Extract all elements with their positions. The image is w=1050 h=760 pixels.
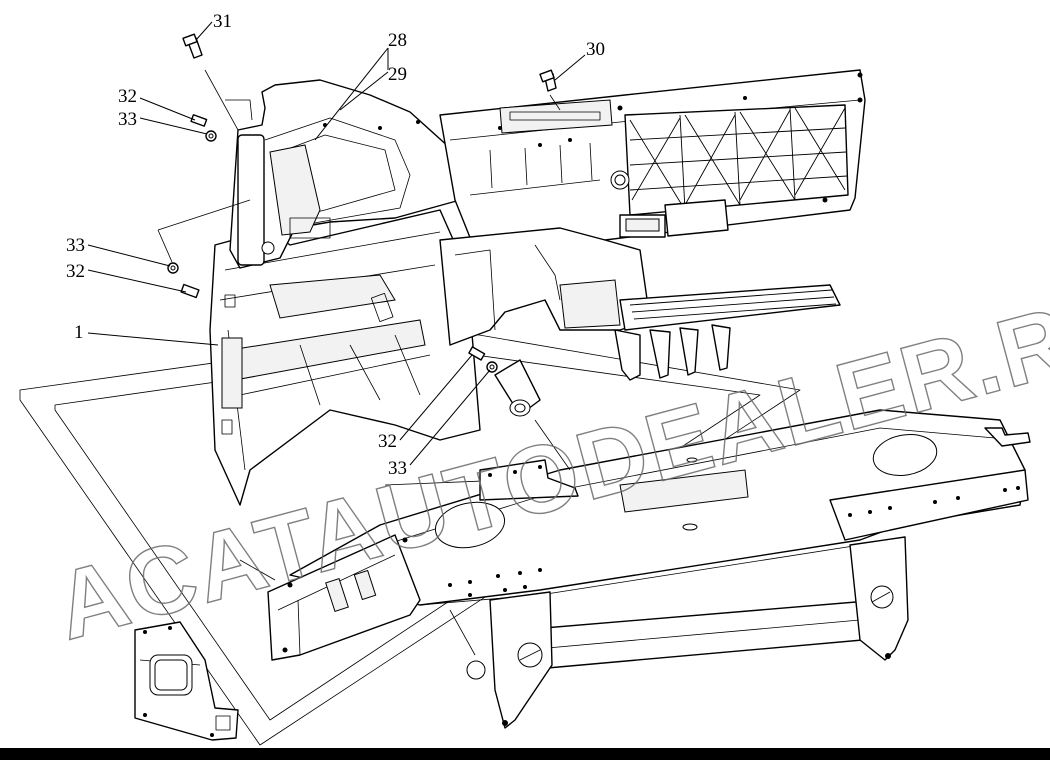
callout-33-mid: 33 [66,235,85,256]
floor-pan [439,199,729,346]
right-plate-bolts [848,486,1020,517]
bottom-border [0,748,1050,760]
callout-29: 29 [388,64,407,85]
callout-31: 31 [213,11,232,32]
loose-bracket [134,621,239,741]
callout-1: 1 [74,322,84,343]
callout-labels: 31 28 29 30 32 33 33 32 1 32 33 [66,11,605,479]
callout-28: 28 [388,30,407,51]
callout-32-top: 32 [118,86,137,107]
roller [494,359,541,417]
callout-33-low: 33 [388,458,407,479]
callout-32-mid: 32 [66,261,85,282]
side-panel [209,209,481,506]
assembly-lines [157,69,571,656]
callout-32-low: 32 [378,431,397,452]
step [614,284,841,381]
front-frame [267,409,1031,729]
fasteners [167,33,557,373]
callout-33-top: 33 [118,109,137,130]
callout-30: 30 [586,39,605,60]
rail-bolts [282,537,542,653]
leader-lines [87,21,586,466]
mesh-grid [629,107,848,211]
step-tread [629,289,837,320]
rear-wall [439,69,866,251]
